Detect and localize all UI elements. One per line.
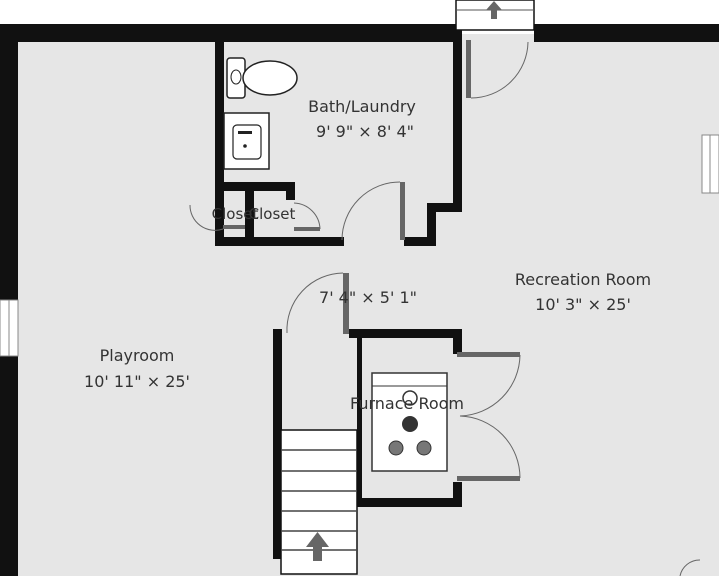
playroom-name: Playroom <box>99 346 175 365</box>
bath-walls <box>215 30 462 246</box>
stairs-up-arrow-icon <box>306 532 329 561</box>
interior-walls <box>273 329 462 559</box>
furnace-icon <box>371 372 448 472</box>
doors <box>189 40 701 576</box>
toilet-icon <box>226 57 298 99</box>
hall-dims: 7' 4" × 5' 1" <box>319 288 417 307</box>
floor-area <box>10 34 719 576</box>
window-left <box>0 299 19 357</box>
window-right <box>701 134 719 194</box>
bath-name: Bath/Laundry <box>308 97 416 116</box>
recreation-name: Recreation Room <box>514 270 652 289</box>
recreation-dims: 10' 3" × 25' <box>535 295 631 314</box>
playroom-dims: 10' 11" × 25' <box>84 372 190 391</box>
closet-walls <box>215 182 344 246</box>
closet-left-name: Closet <box>211 205 259 223</box>
closet-right-name: Closet <box>248 205 296 223</box>
entry-arrow-icon <box>486 1 502 19</box>
furnace-name: Furnace Room <box>350 394 464 413</box>
bath-dims: 9' 9" × 8' 4" <box>316 122 414 141</box>
exterior-walls <box>0 24 719 576</box>
sink-icon <box>223 112 270 170</box>
